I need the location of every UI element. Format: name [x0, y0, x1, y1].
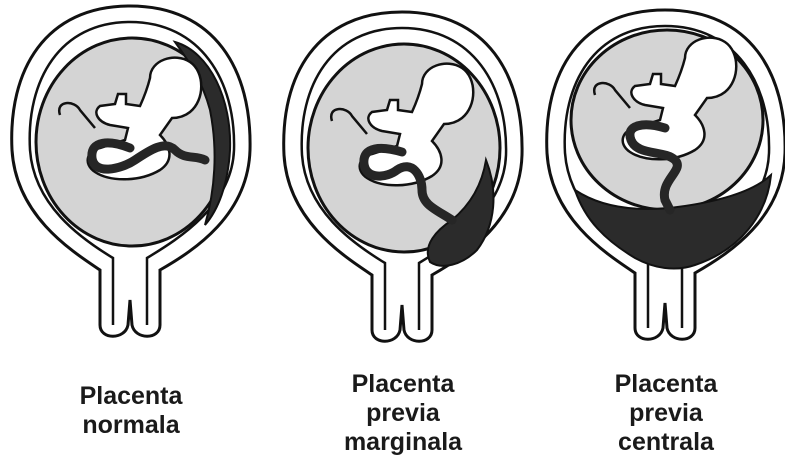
caption-marginal: Placenta previa marginala	[272, 370, 534, 457]
caption-line: Placenta	[0, 382, 262, 411]
caption-line: previa	[272, 399, 534, 428]
caption-line: marginala	[272, 428, 534, 457]
caption-line: Placenta	[535, 370, 785, 399]
caption-line: normala	[0, 411, 262, 440]
uterus-diagram-normal	[0, 0, 262, 350]
uterus-diagram-marginal	[272, 0, 534, 350]
panel-placenta-previa-centrala: Placenta previa centrala	[535, 0, 785, 460]
uterus-diagram-central	[535, 0, 785, 350]
caption-line: previa	[535, 399, 785, 428]
panel-placenta-previa-marginala: Placenta previa marginala	[272, 0, 534, 460]
panel-placenta-normala: Placenta normala	[0, 0, 262, 460]
caption-normal: Placenta normala	[0, 382, 262, 440]
caption-line: Placenta	[272, 370, 534, 399]
caption-central: Placenta previa centrala	[535, 370, 785, 457]
caption-line: centrala	[535, 428, 785, 457]
